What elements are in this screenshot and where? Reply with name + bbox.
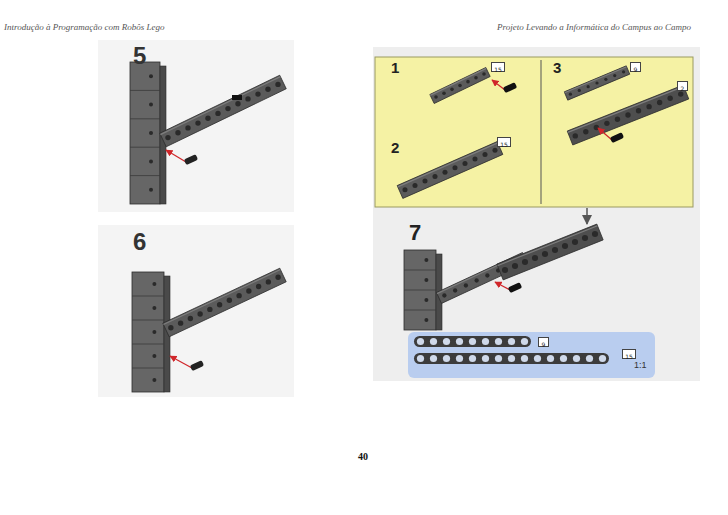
lego-beam [160, 75, 287, 147]
substep-number: 3 [553, 59, 561, 76]
substep-number: 2 [391, 139, 399, 156]
photo-ground [373, 47, 700, 381]
page-number: 40 [358, 451, 368, 462]
part-count-tag: 15 [497, 137, 511, 147]
connector-pin [598, 128, 624, 143]
connector-pin [170, 356, 204, 371]
lego-beam [430, 67, 490, 103]
lego-beam [564, 66, 629, 100]
subassembly-panel: 1 2 3 15 15 9 2 [375, 57, 693, 207]
step-number: 6 [133, 228, 146, 256]
part-count-tag: 15 [491, 62, 505, 72]
step-number: 7 [409, 220, 421, 246]
lego-brick-stack [132, 272, 170, 392]
part-count-tag: 2 [677, 81, 688, 91]
part-count-tag: 9 [630, 62, 641, 72]
flow-arrow [586, 208, 588, 224]
count-number: 15 [625, 353, 633, 360]
connector-pin [495, 282, 522, 293]
lego-beam [497, 224, 603, 280]
scale-note: 1:1 [634, 360, 647, 370]
lego-brick-stack [404, 250, 442, 330]
running-header: Projeto Levando a Informática do Campus … [497, 22, 691, 32]
parts-list-panel: 1:1 9 15 [408, 332, 655, 378]
step-number: 5 [133, 42, 146, 70]
connector-pin [232, 95, 242, 100]
photo-ground [98, 40, 294, 212]
panel-divider [541, 60, 542, 204]
lego-beam [567, 85, 689, 145]
count-number: 9 [542, 341, 546, 348]
part-beam [414, 336, 531, 347]
count-number: 15 [500, 141, 508, 148]
part-beam [414, 353, 609, 364]
count-number: 15 [494, 66, 502, 73]
panel-fill [408, 332, 655, 378]
running-header: Introdução à Programação com Robôs Lego [4, 22, 165, 32]
part-count-tag: 15 [622, 349, 636, 359]
connector-pin [166, 150, 198, 165]
connector-pin [492, 80, 517, 93]
lego-beam [163, 268, 286, 337]
photo-ground [98, 225, 294, 397]
count-number: 2 [681, 85, 685, 92]
count-number: 9 [634, 66, 638, 73]
lego-beam [397, 142, 503, 199]
part-count-tag: 9 [538, 337, 549, 347]
panel-fill [375, 57, 693, 207]
substep-number: 1 [391, 59, 399, 76]
